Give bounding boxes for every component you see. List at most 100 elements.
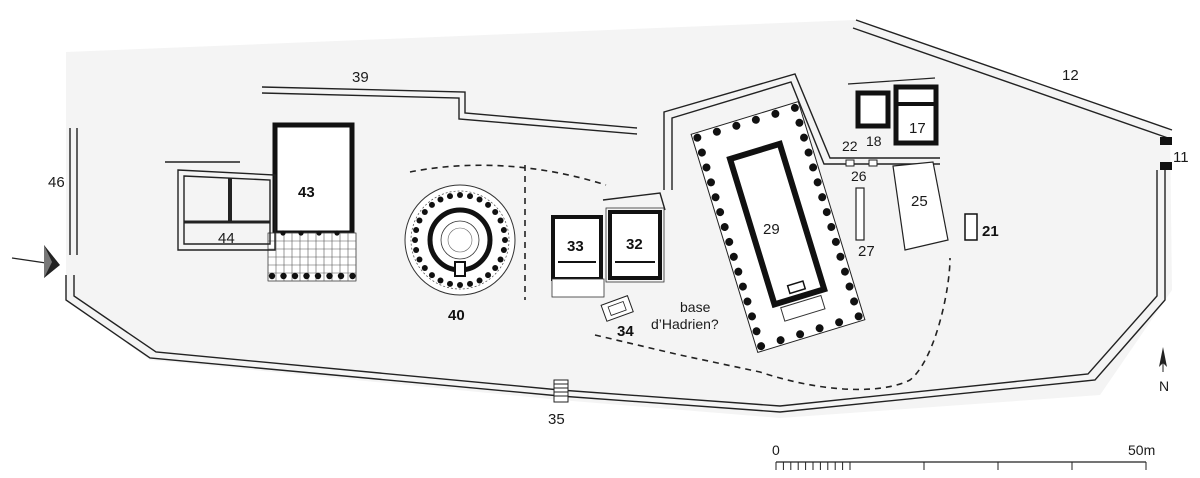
scale-start-label: 0 xyxy=(772,442,780,458)
temple-29 xyxy=(690,100,866,354)
structure-27 xyxy=(855,187,865,241)
column xyxy=(836,252,845,261)
wall-39 xyxy=(261,86,638,135)
column xyxy=(421,208,428,215)
column xyxy=(716,208,725,217)
column xyxy=(776,336,785,345)
column xyxy=(437,277,444,284)
stair-35 xyxy=(553,379,569,403)
column xyxy=(813,178,822,187)
column xyxy=(492,265,499,272)
column xyxy=(831,237,840,246)
column xyxy=(693,133,702,142)
column xyxy=(738,282,747,291)
column xyxy=(280,230,286,236)
label-33: 33 xyxy=(567,238,584,255)
column xyxy=(497,217,504,224)
column xyxy=(751,115,760,124)
label-17: 17 xyxy=(909,120,926,137)
structure-21 xyxy=(964,213,978,241)
column xyxy=(822,208,831,217)
label-base-hadrien-1: base xyxy=(680,299,711,315)
column xyxy=(743,297,752,306)
dashed-line-north xyxy=(409,164,607,186)
column xyxy=(298,230,304,236)
column xyxy=(840,267,849,276)
column xyxy=(850,297,859,306)
column xyxy=(446,280,453,287)
temenos-wall xyxy=(663,73,940,190)
building-18 xyxy=(847,77,936,129)
wall-12 xyxy=(852,19,1173,170)
label-44: 44 xyxy=(218,230,235,247)
column xyxy=(827,222,836,231)
column xyxy=(291,272,299,280)
column xyxy=(804,148,813,157)
column xyxy=(697,148,706,157)
column xyxy=(500,247,507,254)
column xyxy=(809,163,818,172)
building-32 xyxy=(602,192,666,283)
structure-25 xyxy=(892,161,949,251)
column xyxy=(485,272,492,279)
column xyxy=(457,282,463,288)
column xyxy=(446,193,453,200)
label-18: 18 xyxy=(866,133,882,149)
label-34: 34 xyxy=(617,323,634,340)
column xyxy=(476,277,483,284)
column xyxy=(314,272,322,280)
column xyxy=(502,237,508,243)
label-base-hadrien-2: d’Hadrien? xyxy=(651,316,719,332)
perimeter-wall xyxy=(65,128,1166,413)
entrance-arrow-icon xyxy=(11,245,60,278)
column xyxy=(729,252,738,261)
column xyxy=(720,223,729,232)
column xyxy=(818,193,827,202)
column xyxy=(467,280,474,287)
column xyxy=(790,103,799,112)
column xyxy=(428,201,435,208)
column xyxy=(815,324,824,333)
label-39: 39 xyxy=(352,69,369,86)
column xyxy=(349,272,356,280)
column xyxy=(428,272,435,279)
column xyxy=(485,201,492,208)
scale-end-label: 50m xyxy=(1128,442,1155,458)
building-33 xyxy=(551,215,605,298)
label-29: 29 xyxy=(763,221,780,238)
column xyxy=(492,208,499,215)
column xyxy=(734,267,743,276)
column xyxy=(476,196,483,203)
column xyxy=(280,272,287,280)
column xyxy=(437,196,444,203)
column xyxy=(421,265,428,272)
base-22 xyxy=(845,159,855,167)
base-26 xyxy=(868,159,878,167)
column xyxy=(416,256,423,263)
label-46: 46 xyxy=(48,174,65,191)
column xyxy=(412,237,418,243)
column xyxy=(334,230,340,236)
label-40: 40 xyxy=(448,307,465,324)
column xyxy=(752,327,761,336)
column xyxy=(467,193,474,200)
column xyxy=(268,272,276,280)
column xyxy=(303,272,310,280)
column xyxy=(854,312,863,321)
label-26: 26 xyxy=(851,168,867,184)
column xyxy=(413,226,420,233)
column xyxy=(500,226,507,233)
column xyxy=(457,192,463,198)
column xyxy=(416,217,423,224)
tholos-40 xyxy=(404,184,516,296)
column xyxy=(796,330,805,339)
column xyxy=(732,121,741,130)
column xyxy=(757,342,766,351)
column xyxy=(725,237,734,246)
label-22: 22 xyxy=(842,138,858,154)
column xyxy=(326,272,333,280)
column xyxy=(835,318,844,327)
label-12: 12 xyxy=(1062,67,1079,84)
